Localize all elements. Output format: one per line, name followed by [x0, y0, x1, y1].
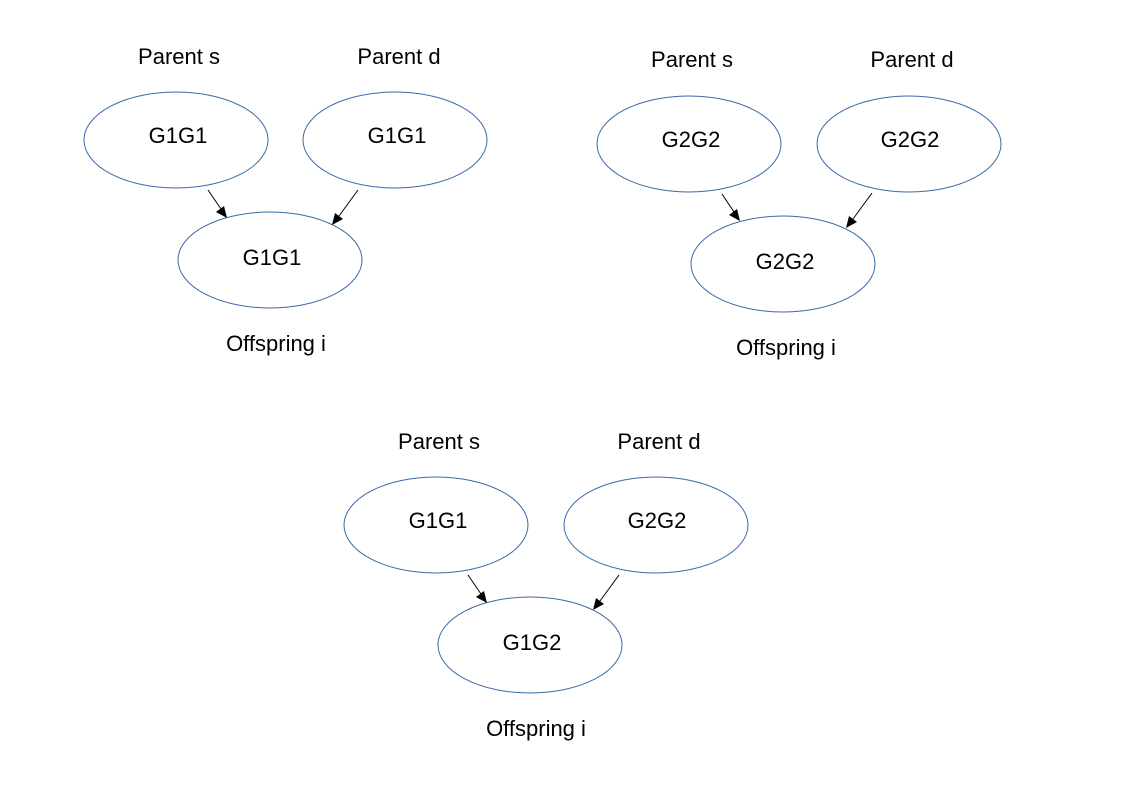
- arrow-parent-s-to-offspring: [207, 189, 227, 218]
- parent-s-genotype: G1G1: [149, 123, 208, 148]
- offspring-node: G2G2: [690, 215, 876, 313]
- offspring-genotype: G1G1: [243, 245, 302, 270]
- parent-s-label: Parent s: [651, 47, 733, 72]
- parent-s-label: Parent s: [398, 429, 480, 454]
- parent-s-node: G1G1: [83, 91, 269, 189]
- parent-d-genotype: G2G2: [881, 127, 940, 152]
- arrow-parent-s-to-offspring: [467, 574, 487, 603]
- parent-d-node: G2G2: [816, 95, 1002, 193]
- parent-s-label: Parent s: [138, 44, 220, 69]
- arrow-parent-d-to-offspring: [332, 189, 359, 225]
- parent-d-genotype: G2G2: [628, 508, 687, 533]
- parent-d-label: Parent d: [617, 429, 700, 454]
- parent-d-label: Parent d: [870, 47, 953, 72]
- offspring-genotype: G2G2: [756, 249, 815, 274]
- cross-3: Parent s Parent d G1G1 G2G2 G1G2 Offspri…: [343, 429, 749, 741]
- arrow-parent-d-to-offspring: [593, 574, 620, 610]
- offspring-label: Offspring i: [736, 335, 836, 360]
- offspring-node: G1G1: [177, 211, 363, 309]
- parent-d-node: G1G1: [302, 91, 488, 189]
- parent-s-genotype: G1G1: [409, 508, 468, 533]
- offspring-node: G1G2: [437, 596, 623, 694]
- parent-d-label: Parent d: [357, 44, 440, 69]
- cross-1: Parent s Parent d G1G1 G1G1 G1G1 Offspri…: [83, 44, 488, 356]
- parent-d-genotype: G1G1: [368, 123, 427, 148]
- offspring-genotype: G1G2: [503, 630, 562, 655]
- parent-s-node: G1G1: [343, 476, 529, 574]
- offspring-label: Offspring i: [486, 716, 586, 741]
- offspring-label: Offspring i: [226, 331, 326, 356]
- parent-s-genotype: G2G2: [662, 127, 721, 152]
- arrow-parent-d-to-offspring: [846, 192, 873, 228]
- arrow-parent-s-to-offspring: [721, 193, 740, 221]
- parent-d-node: G2G2: [563, 476, 749, 574]
- parent-s-node: G2G2: [596, 95, 782, 193]
- cross-2: Parent s Parent d G2G2 G2G2 G2G2 Offspri…: [596, 47, 1002, 360]
